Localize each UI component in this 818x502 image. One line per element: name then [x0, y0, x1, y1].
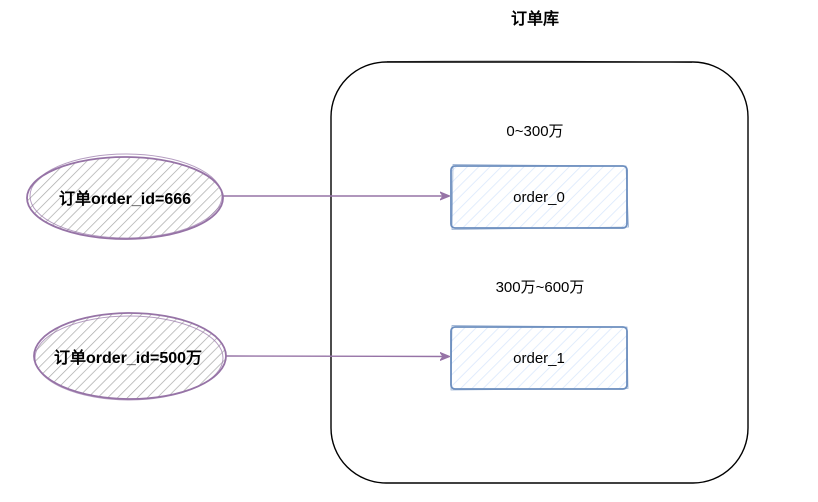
query-node-0[interactable]: 订单order_id=666: [26, 153, 224, 240]
query-label-0: 订单order_id=666: [59, 189, 191, 208]
database-container: [330, 60, 749, 484]
range-label-1: 300万~600万: [496, 279, 585, 296]
query-label-1: 订单order_id=500万: [54, 348, 202, 367]
table-label-order-1: order_1: [513, 350, 565, 367]
arrow-query-1-to-order-1: [225, 356, 449, 357]
table-label-order-0: order_0: [513, 189, 565, 206]
query-node-1[interactable]: 订单order_id=500万: [33, 312, 227, 401]
database-title: 订单库: [511, 9, 559, 28]
table-node-order-0[interactable]: order_0: [450, 164, 629, 230]
range-label-0: 0~300万: [506, 123, 563, 140]
table-node-order-1[interactable]: order_1: [450, 325, 629, 391]
